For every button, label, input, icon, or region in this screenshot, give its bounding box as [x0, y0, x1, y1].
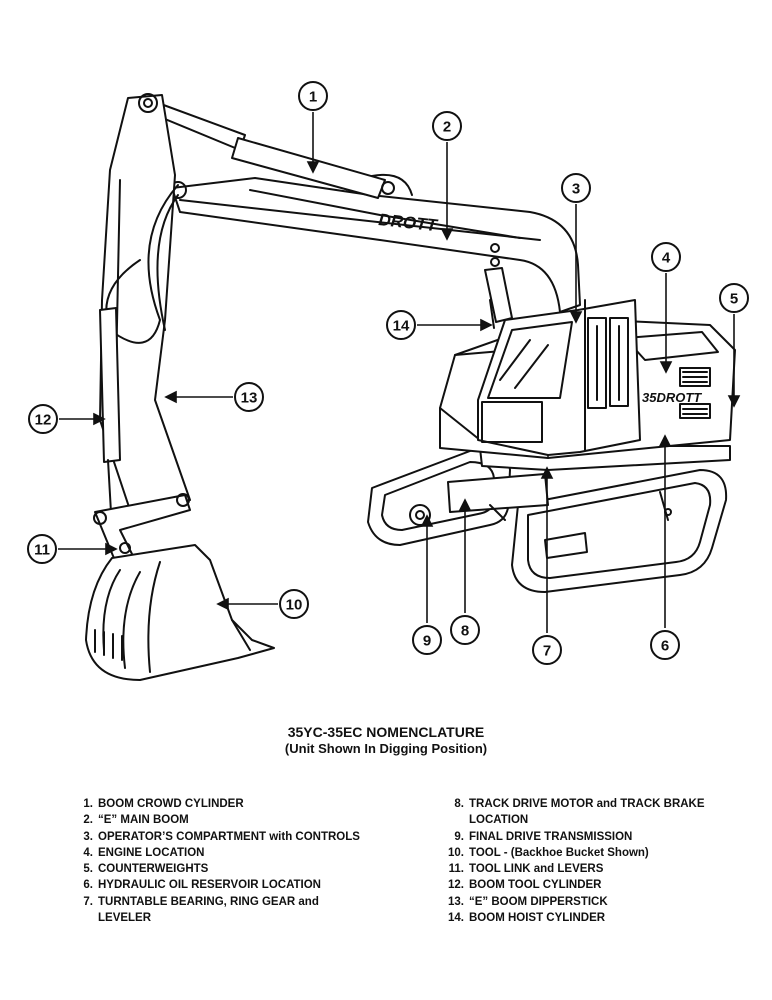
main-boom [169, 177, 581, 313]
legend-text: BOOM TOOL CYLINDER [469, 879, 602, 892]
legend-number: 1. [83, 798, 93, 810]
legend-list-left: 1. BOOM CROWD CYLINDER 2. “E” MAIN BOOM 3.… [76, 796, 406, 926]
legend-item: 11. TOOL LINK and LEVERS [447, 861, 747, 877]
legend-item: 12. BOOM TOOL CYLINDER [447, 877, 747, 893]
legend-text: HYDRAULIC OIL RESERVOIR LOCATION [98, 879, 321, 892]
legend-text: TOOL - (Backhoe Bucket Shown) [469, 846, 649, 859]
callout-14: 14 [393, 318, 410, 335]
operator-cab [477, 299, 641, 456]
legend-text: COUNTERWEIGHTS [98, 863, 209, 876]
legend-text: BOOM HOIST CYLINDER [469, 912, 606, 925]
legend-number: 3. [83, 830, 93, 843]
callout-5: 5 [730, 291, 738, 308]
legend-text: FINAL DRIVE TRANSMISSION [469, 830, 633, 843]
callout-3: 3 [572, 181, 580, 198]
legend-item: 3. OPERATOR’S COMPARTMENT with CONTROLS [76, 829, 406, 845]
legend-item: 14. BOOM HOIST CYLINDER [447, 910, 747, 926]
legend-text: OPERATOR’S COMPARTMENT with CONTROLS [98, 830, 360, 843]
legend-number: 4. [83, 846, 93, 859]
bucket [85, 544, 275, 681]
legend-text: BOOM CROWD CYLINDER [98, 798, 244, 810]
legend-item: 9. FINAL DRIVE TRANSMISSION [447, 829, 747, 845]
cab-brand-text: 35DROTT [642, 390, 702, 405]
legend-number: 13. [448, 895, 464, 908]
legend-text: ENGINE LOCATION [98, 846, 205, 859]
legend-number: 2. [83, 814, 93, 827]
callout-7: 7 [543, 643, 551, 660]
excavator-diagram: DROTT 35DROTT 1 2 3 [27, 81, 749, 681]
callout-11: 11 [34, 542, 50, 559]
callout-10: 10 [286, 597, 303, 614]
boom-crowd-cylinder [147, 99, 413, 199]
legend-item: 6. HYDRAULIC OIL RESERVOIR LOCATION [76, 877, 406, 893]
legend-item: 13. “E” BOOM DIPPERSTICK [447, 894, 747, 910]
legend-number: 14. [448, 912, 464, 925]
callout-6: 6 [661, 638, 669, 655]
legend-item: 1. BOOM CROWD CYLINDER [76, 796, 406, 812]
legend-number: 6. [83, 879, 93, 892]
legend-number: 10. [448, 846, 464, 859]
legend-number: 12. [448, 879, 464, 892]
boom-tool-cylinder [99, 307, 121, 531]
legend-text: “E” BOOM DIPPERSTICK [469, 895, 608, 908]
legend-item: 2. “E” MAIN BOOM [76, 812, 406, 828]
legend-list-right: 8. TRACK DRIVE MOTOR and TRACK BRAKE LOCA… [447, 796, 747, 926]
legend-text: TURNTABLE BEARING, RING GEAR and LEVELER [98, 895, 319, 925]
callout-2: 2 [443, 119, 451, 136]
right-track [511, 469, 728, 593]
caption-title: 35YC-35EC NOMENCLATURE [287, 724, 485, 740]
legend-item: 5. COUNTERWEIGHTS [76, 861, 406, 877]
legend-text: TOOL LINK and LEVERS [469, 863, 604, 876]
callout-1: 1 [309, 89, 317, 106]
callout-9: 9 [423, 633, 431, 650]
legend-text: “E” MAIN BOOM [98, 814, 189, 827]
legend-item: 4. ENGINE LOCATION [76, 845, 406, 861]
legend-number: 5. [83, 863, 93, 876]
hydraulic-hoses [105, 184, 521, 344]
leader-lines [58, 112, 741, 633]
callout-4: 4 [662, 250, 671, 267]
legend-text: TRACK DRIVE MOTOR and TRACK BRAKE LOCATI… [469, 798, 705, 827]
legend-number: 11. [448, 863, 464, 876]
legend-item: 8. TRACK DRIVE MOTOR and TRACK BRAKE LOCA… [447, 796, 747, 829]
legend-number: 8. [454, 798, 464, 810]
legend-item: 7. TURNTABLE BEARING, RING GEAR and LEVEL… [76, 894, 406, 927]
legend-number: 9. [454, 830, 464, 843]
legend-number: 7. [83, 895, 93, 908]
caption-subtitle: (Unit Shown In Digging Position) [284, 741, 488, 756]
callout-13: 13 [241, 390, 258, 407]
callout-circles [27, 81, 749, 665]
boom-hoist-cylinder [484, 267, 513, 329]
callout-12: 12 [35, 412, 52, 429]
callout-8: 8 [461, 623, 469, 640]
legend-item: 10. TOOL - (Backhoe Bucket Shown) [447, 845, 747, 861]
